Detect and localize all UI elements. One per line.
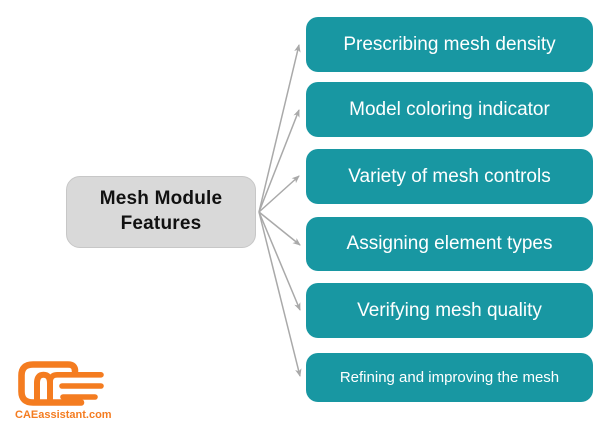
central-node-mesh-module-features[interactable]: Mesh Module Features [66, 176, 256, 248]
caeassistant-logo-icon [18, 361, 104, 406]
arrow-to-feature-1 [258, 44, 301, 213]
arrow-to-feature-2 [258, 109, 300, 213]
arrow-to-feature-4 [258, 211, 301, 246]
arrow-to-feature-6 [258, 211, 302, 377]
central-node-label-line2: Features [120, 213, 202, 234]
feature-node-prescribing-mesh-density[interactable]: Prescribing mesh density [306, 17, 593, 72]
feature-node-assigning-element-types[interactable]: Assigning element types [306, 217, 593, 271]
feature-node-refining-and-improving-the-mesh[interactable]: Refining and improving the mesh [306, 353, 593, 402]
arrow-to-feature-3 [258, 175, 300, 213]
central-node-label-line1: Mesh Module [99, 188, 223, 210]
central-node-label: Mesh Module Features [100, 187, 223, 236]
feature-node-variety-of-mesh-controls[interactable]: Variety of mesh controls [306, 149, 593, 204]
caeassistant-logo-text: CAEassistant.com [15, 409, 112, 421]
feature-node-model-coloring-indicator[interactable]: Model coloring indicator [306, 82, 593, 137]
arrow-to-feature-5 [258, 211, 301, 311]
caeassistant-logo[interactable]: CAEassistant.com [15, 360, 115, 421]
feature-node-verifying-mesh-quality[interactable]: Verifying mesh quality [306, 283, 593, 338]
